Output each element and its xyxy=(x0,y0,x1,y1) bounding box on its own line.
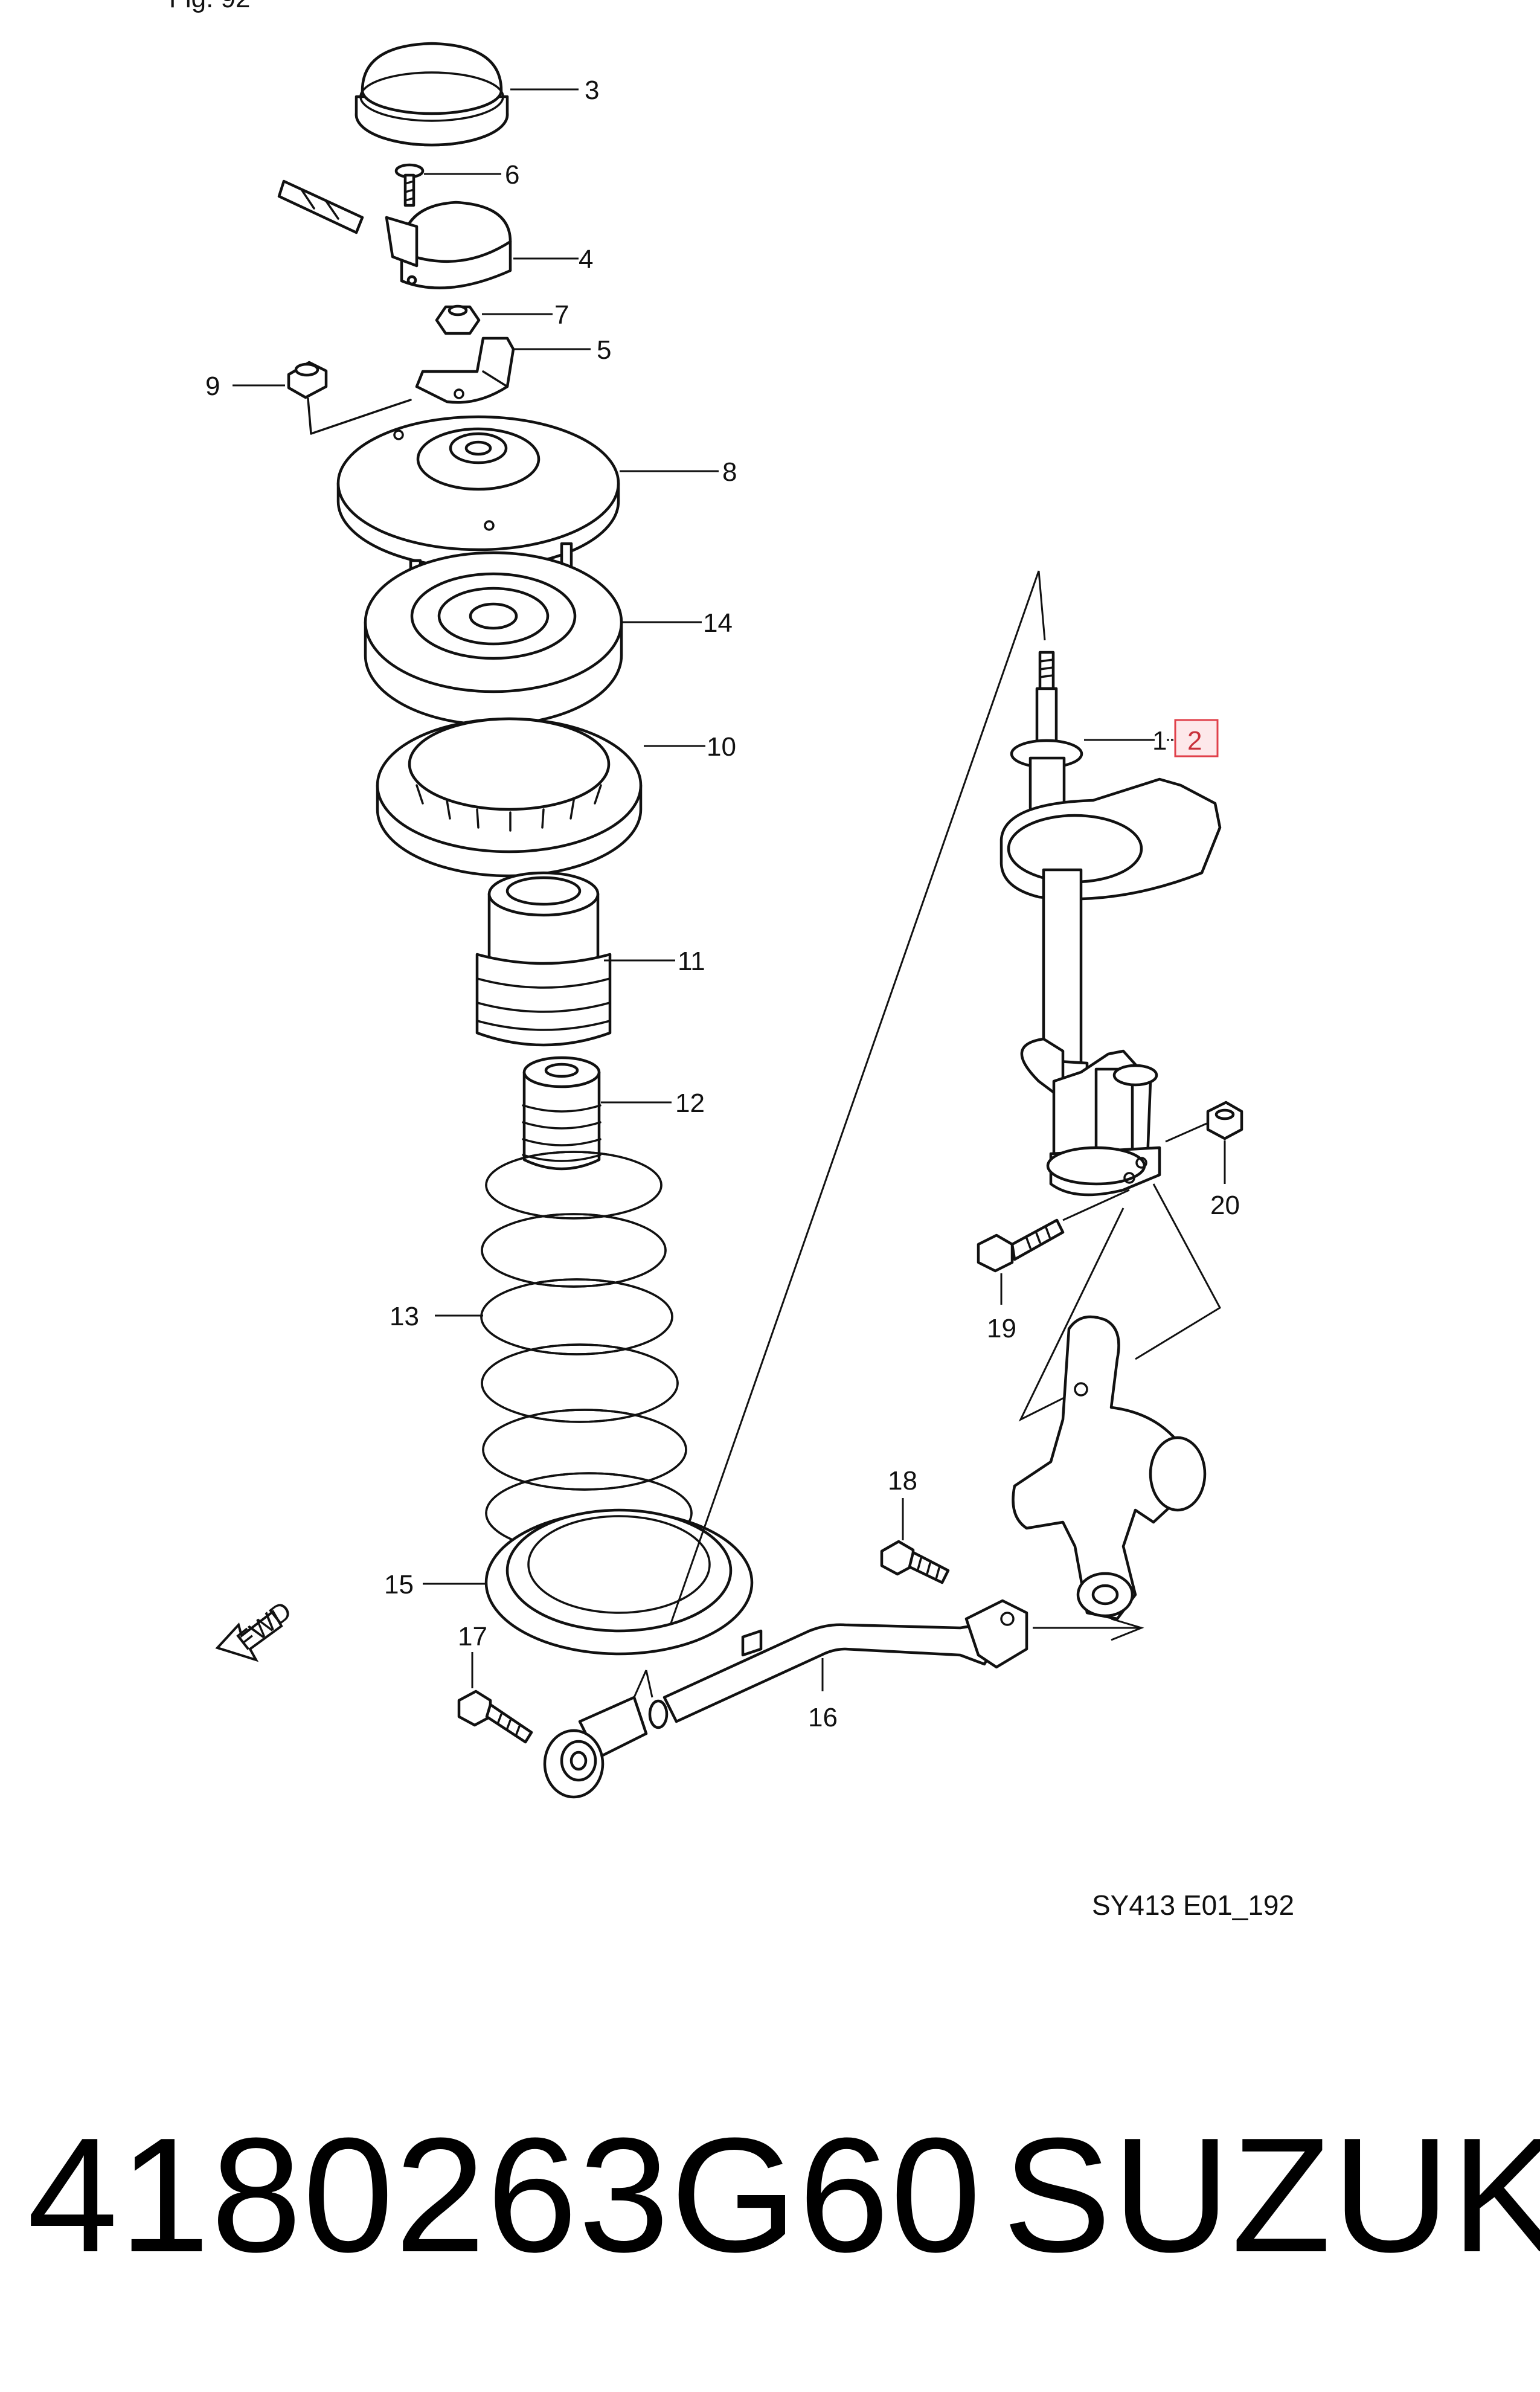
footer xyxy=(0,1993,1540,2392)
callout-15: 15 xyxy=(384,1570,414,1599)
steering-knuckle[interactable] xyxy=(1012,1315,1207,1621)
callout-18: 18 xyxy=(888,1466,917,1496)
callout-14: 14 xyxy=(703,608,733,638)
callout-17: 17 xyxy=(458,1622,487,1651)
part-7-nut[interactable] xyxy=(435,304,481,335)
top-caption: Fig. 92 xyxy=(169,0,251,13)
part-9-nut[interactable] xyxy=(287,361,328,399)
callout-19: 19 xyxy=(987,1314,1016,1343)
part-20-nut[interactable] xyxy=(1206,1101,1243,1140)
brand-name: SUZUKI xyxy=(1003,2104,1540,2286)
part-15-lower-spring-seat[interactable] xyxy=(484,1508,754,1656)
part-18-bolt[interactable] xyxy=(880,1540,950,1584)
part-5-bracket[interactable] xyxy=(415,336,515,404)
callout-8: 8 xyxy=(722,457,737,487)
callout-16: 16 xyxy=(808,1703,838,1732)
fwd-arrow-icon: FWD xyxy=(215,1596,297,1662)
callout-3: 3 xyxy=(585,76,599,105)
highlight-callout-2 xyxy=(1174,719,1219,757)
exploded-view-drawing: Fig. 92 xyxy=(169,0,1294,1921)
part-6-screw[interactable] xyxy=(394,163,425,207)
drawing-code: SY413 E01_192 xyxy=(1092,1889,1294,1921)
callout-12: 12 xyxy=(675,1088,705,1118)
part-12-bump-stop[interactable] xyxy=(522,1056,602,1171)
callout-4: 4 xyxy=(579,245,593,274)
callout-6: 6 xyxy=(505,160,519,190)
callout-7: 7 xyxy=(554,300,569,330)
rod-bushing-end[interactable] xyxy=(543,1696,648,1799)
callout-10: 10 xyxy=(707,732,736,762)
callout-9: 9 xyxy=(205,371,220,401)
callout-1: 1 xyxy=(1152,726,1167,756)
callout-11: 11 xyxy=(678,947,705,976)
part-4-actuator[interactable] xyxy=(277,179,512,289)
part-14-bearing-plate[interactable] xyxy=(364,551,623,727)
parts-diagram: Fig. 92 xyxy=(169,0,1295,1921)
part-3-dust-cap[interactable] xyxy=(355,42,509,147)
part-17-bolt[interactable] xyxy=(457,1690,533,1744)
part-16-lateral-rod[interactable] xyxy=(648,1599,1028,1729)
part-8-upper-mount[interactable] xyxy=(336,415,620,570)
part-19-bolt[interactable] xyxy=(977,1218,1065,1273)
callout-2: 2 xyxy=(1187,726,1202,756)
part-number: 4180263G60 xyxy=(27,2104,983,2286)
part-1-strut-assembly[interactable] xyxy=(999,651,1222,1197)
part-11-bump-boot[interactable] xyxy=(475,871,612,1047)
part-10-spring-seat[interactable] xyxy=(376,717,643,878)
callout-13: 13 xyxy=(390,1302,419,1331)
callout-5: 5 xyxy=(597,335,611,365)
callout-20: 20 xyxy=(1210,1191,1240,1220)
part-13-coil-spring[interactable] xyxy=(480,1151,693,1554)
